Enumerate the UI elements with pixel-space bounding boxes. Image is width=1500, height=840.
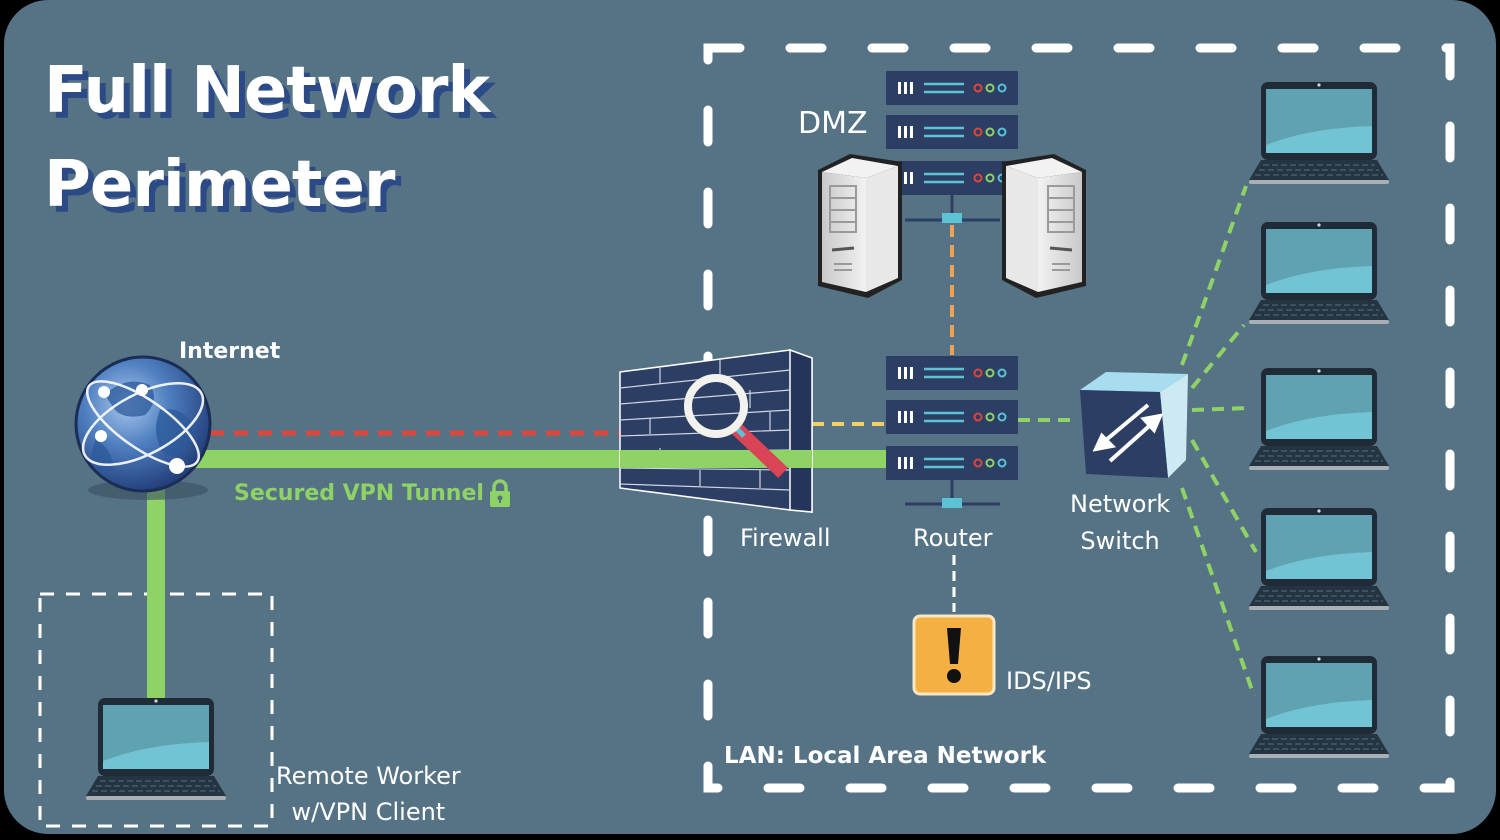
firewall-label: Firewall	[740, 524, 831, 552]
network-switch-label-line-2: Switch	[1080, 527, 1160, 555]
remote-worker-label-line-1: Remote Worker	[276, 762, 461, 790]
lan-laptop-icon-2[interactable]	[1248, 221, 1390, 325]
vpn-tunnel-text: Secured VPN Tunnel	[234, 480, 484, 506]
lan-laptop-icon-4[interactable]	[1248, 507, 1390, 611]
router-label: Router	[913, 524, 993, 552]
dmz-server-tower-left-icon[interactable]	[816, 152, 904, 300]
dmz-server-tower-right-icon[interactable]	[1000, 152, 1088, 300]
lan-laptop-icon-3[interactable]	[1248, 367, 1390, 471]
network-switch-icon[interactable]	[1080, 372, 1188, 478]
diagram-panel: Full Network Perimeter Internet Secured …	[4, 0, 1496, 834]
switch-client-links	[1180, 185, 1258, 697]
remote-worker-laptop-icon[interactable]	[85, 697, 227, 801]
network-diagram	[38, 43, 1455, 828]
remote-worker-label-line-2: w/VPN Client	[291, 798, 446, 826]
globe-icon[interactable]	[71, 355, 216, 500]
title-line-1: Full Network	[44, 54, 490, 128]
title-line-2: Perimeter	[44, 148, 395, 222]
lan-laptop-icon-1[interactable]	[1248, 81, 1390, 185]
vpn-tunnel-label: Secured VPN Tunnel	[234, 478, 512, 508]
ids-ips-label: IDS/IPS	[1006, 667, 1092, 695]
network-switch-label: Network Switch	[1070, 486, 1170, 560]
lan-laptop-icon-5[interactable]	[1248, 655, 1390, 759]
page-title: Full Network Perimeter	[44, 44, 490, 232]
warning-exclamation-icon[interactable]	[912, 614, 996, 696]
lan-zone-label: LAN: Local Area Network	[724, 743, 1047, 769]
dmz-server-rack-icon[interactable]	[884, 69, 1020, 223]
magnifying-glass-icon	[684, 374, 788, 478]
lock-icon	[489, 479, 510, 507]
dmz-label: DMZ	[798, 106, 868, 141]
router-server-rack-icon[interactable]	[884, 354, 1020, 508]
network-switch-label-line-1: Network	[1070, 490, 1171, 518]
internet-label: Internet	[179, 339, 281, 364]
remote-worker-label: Remote Worker w/VPN Client	[276, 758, 461, 830]
